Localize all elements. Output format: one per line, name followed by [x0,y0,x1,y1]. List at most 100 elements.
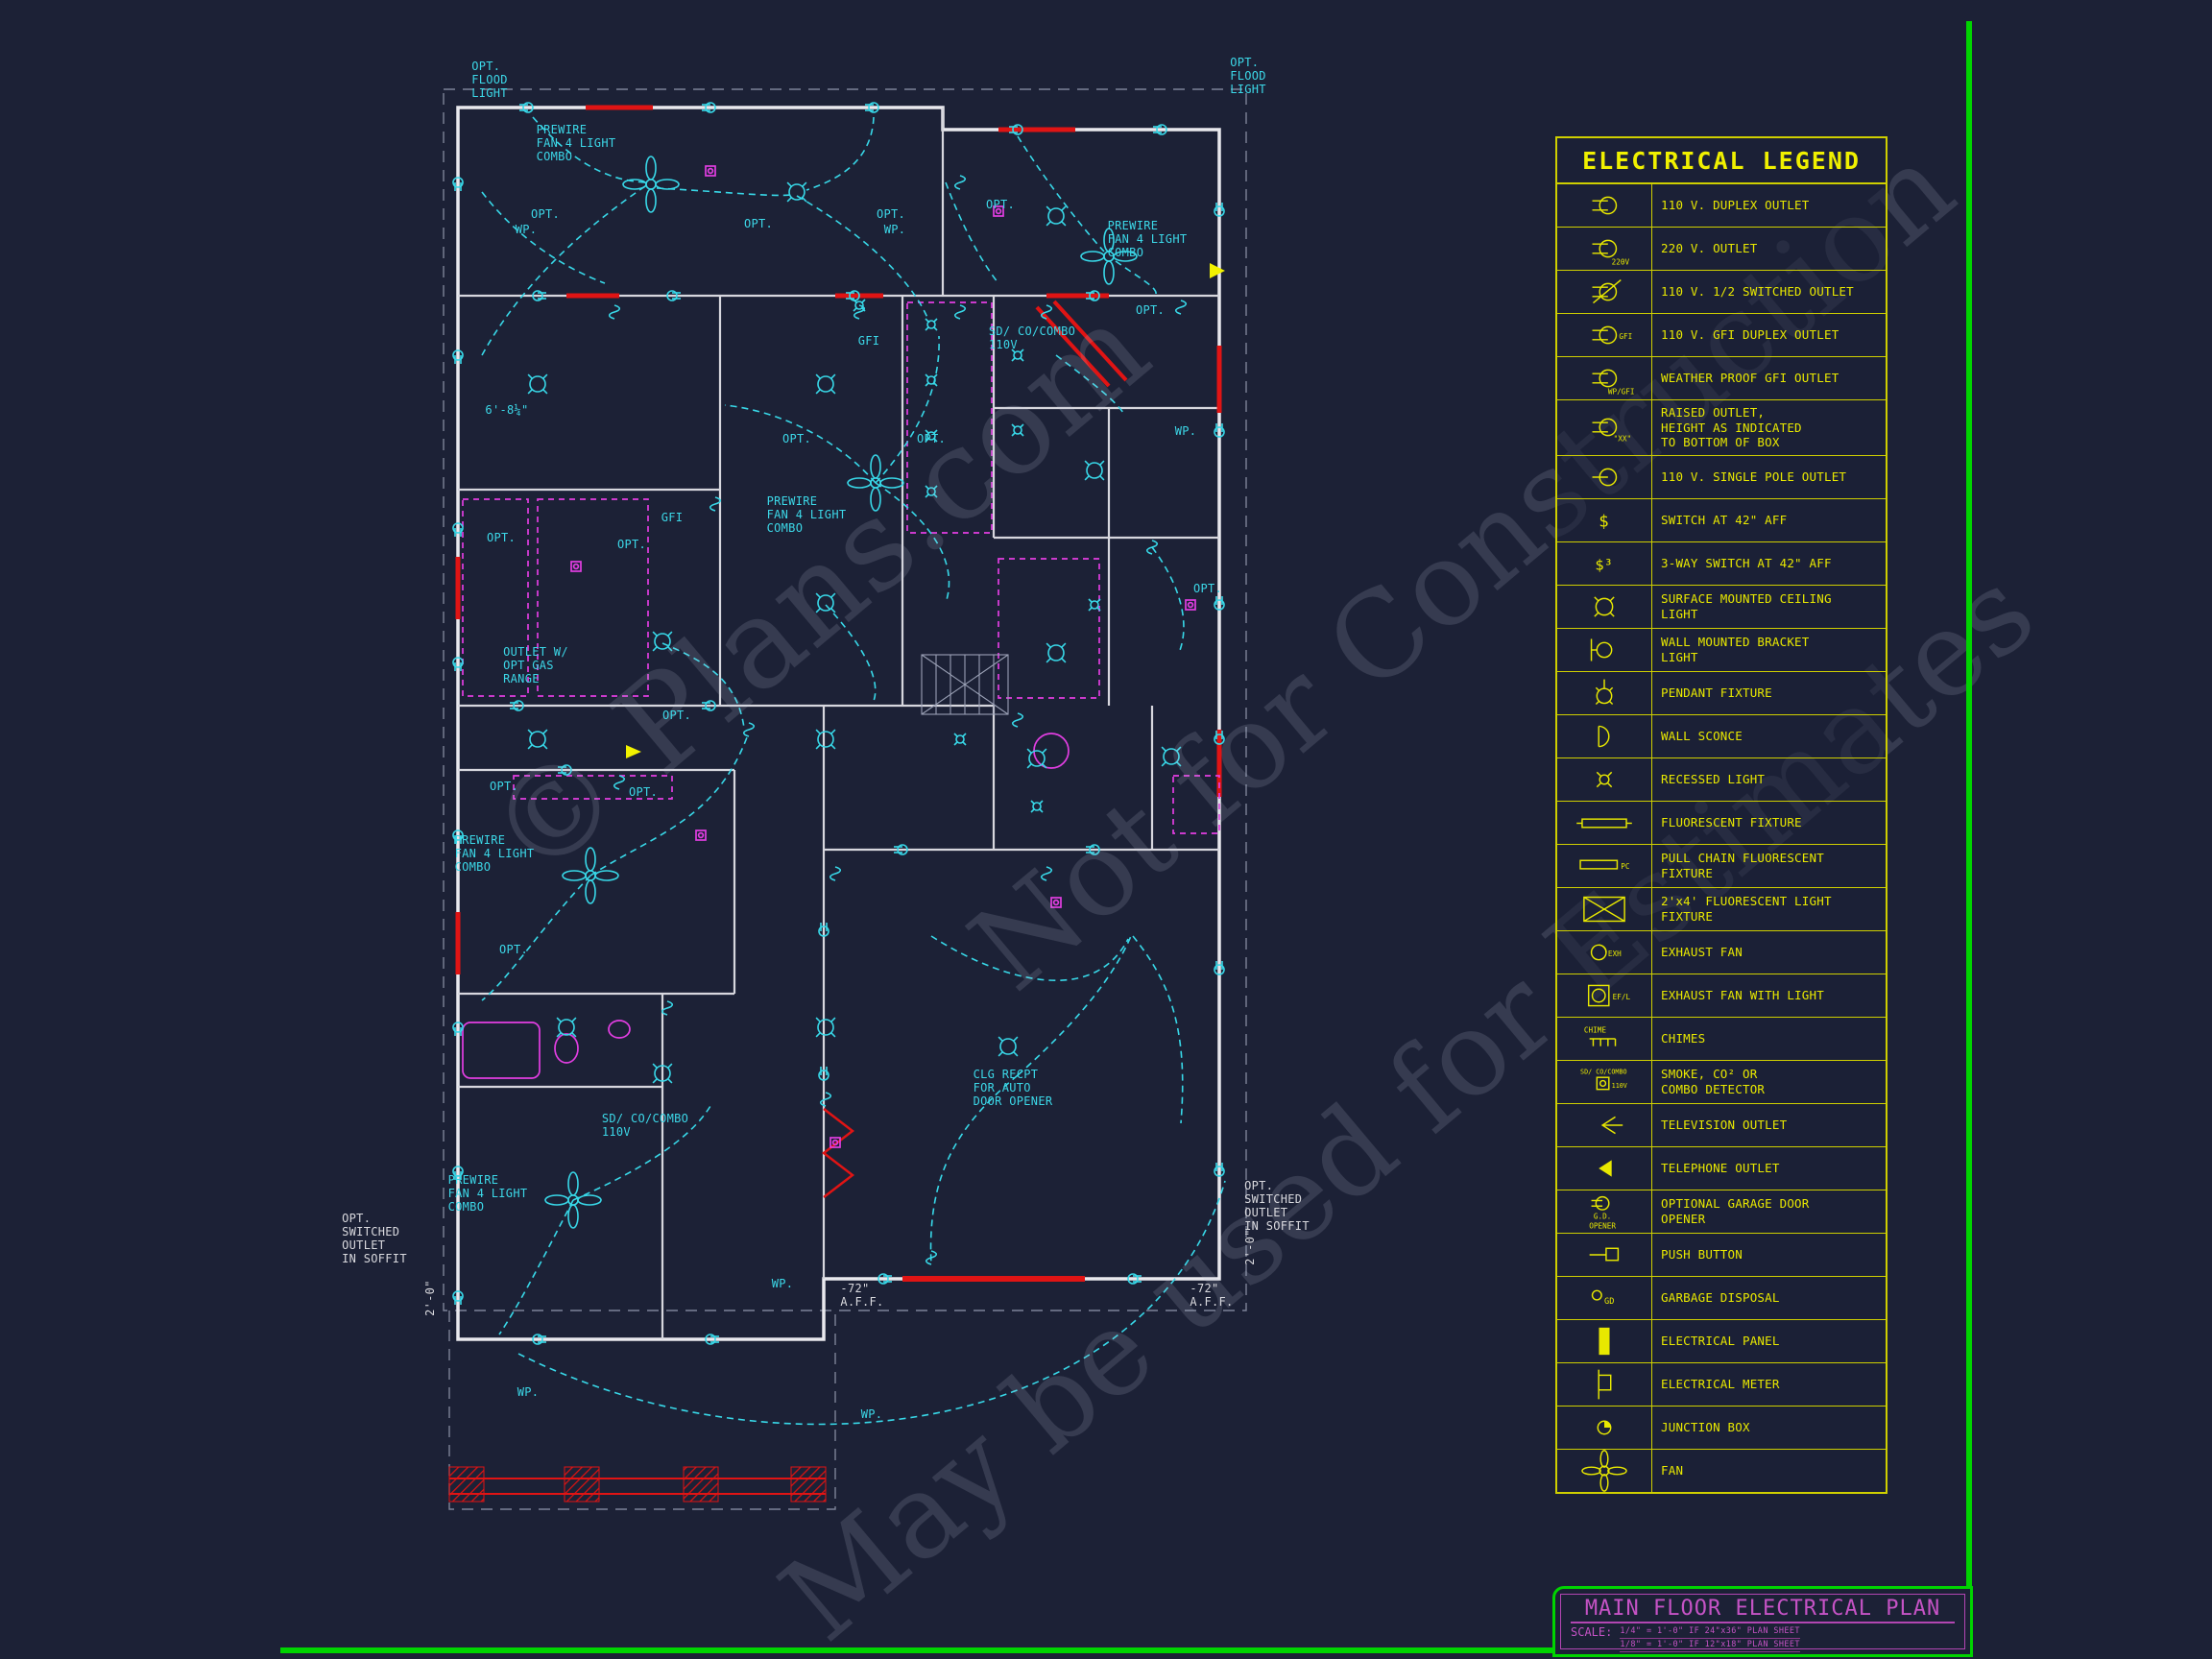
legend-rows: 110 V. DUPLEX OUTLET 220V 220 V. OUTLET … [1557,184,1886,1492]
ceiling-light-symbol [1161,746,1182,767]
duplex-outlet-symbol [452,349,464,364]
recessed-light-symbol [1011,423,1024,437]
switch-symbol [661,1000,674,1016]
svg-text:"XX": "XX" [1614,435,1631,444]
duplex-outlet-symbol [1214,1163,1225,1177]
recessed-light-symbol [1011,349,1024,362]
garbage-disposal-icon: GD [1557,1276,1652,1319]
svg-text:G.D.: G.D. [1594,1213,1611,1221]
ceiling-light-symbol [527,729,548,750]
legend-row: 110 V. 1/2 SWITCHED OUTLET [1557,271,1886,314]
recessed-light-symbol [953,733,967,746]
scale-line-1: 1/4" = 1'-0" IF 24"x36" PLAN SHEET [1620,1625,1800,1639]
duplex-outlet-symbol [452,1290,464,1305]
smoke-detector-symbol [993,205,1004,217]
legend-row-label: EXHAUST FAN [1661,945,1743,960]
duplex-outlet-symbol [452,177,464,191]
ceiling-light-symbol [1026,748,1047,769]
duplex-outlet-symbol [818,923,830,937]
ceiling-light-symbol [998,1036,1019,1057]
legend-row-label: PENDANT FIXTURE [1661,685,1772,701]
duplex-outlet-symbol [1153,124,1167,135]
duplex-outlet-symbol [894,844,908,855]
duplex-outlet-symbol [1009,124,1023,135]
legend-row: "XX" RAISED OUTLET, HEIGHT AS INDICATED … [1557,400,1886,456]
legend-row: SURFACE MOUNTED CEILING LIGHT [1557,585,1886,629]
legend-row: CHIME CHIMES [1557,1017,1886,1061]
svg-text:CHIME: CHIME [1584,1025,1606,1034]
smoke-detector-symbol [705,165,716,177]
duplex-outlet-symbol [702,102,716,113]
recessed-light-symbol [925,318,938,331]
switch-symbol [953,175,967,190]
legend-row: G.D.OPENER OPTIONAL GARAGE DOOR OPENER [1557,1190,1886,1234]
legend-row-label: ELECTRICAL PANEL [1661,1334,1780,1349]
electrical-symbols-layer [452,102,1225,1345]
switch-symbol [742,722,756,737]
fluorescent-2x4-icon [1557,887,1652,930]
legend-row: WP/GFI WEATHER PROOF GFI OUTLET [1557,357,1886,400]
magenta-fixtures [462,301,1220,1079]
svg-text:PC: PC [1621,862,1630,871]
floor-plan-drawing [443,88,1247,1510]
legend-title: ELECTRICAL LEGEND [1557,138,1886,184]
junction-box-icon [1557,1406,1652,1449]
svg-text:$³: $³ [1595,557,1613,574]
duplex-outlet-symbol [1214,731,1225,745]
ceiling-light-symbol [556,1017,577,1038]
duplex-outlet-symbol [865,102,879,113]
duplex-outlet-icon [1557,184,1652,227]
recessed-light-symbol [925,373,938,387]
smoke-detector-symbol [1185,599,1196,611]
legend-row: PUSH BUTTON [1557,1233,1886,1277]
switch-symbol [953,304,967,320]
legend-row-label: JUNCTION BOX [1661,1420,1750,1435]
ceiling-light-symbol [815,729,836,750]
legend-row-label: WALL SCONCE [1661,729,1743,744]
legend-row: 220V 220 V. OUTLET [1557,228,1886,271]
arrow-icon [1210,263,1225,278]
interior-walls [458,108,1219,1339]
ceiling-light-icon [1557,585,1652,628]
legend-row: ELECTRICAL METER [1557,1362,1886,1407]
legend-row-label: 2'x4' FLUORESCENT LIGHT FIXTURE [1661,894,1832,924]
legend-row-label: GARBAGE DISPOSAL [1661,1290,1780,1306]
svg-text:$: $ [1599,513,1608,532]
ceiling-light-symbol [815,1017,836,1038]
duplex-outlet-symbol [452,1022,464,1036]
legend-row: EF/L EXHAUST FAN WITH LIGHT [1557,974,1886,1018]
soffit-outlet-left-label: OPT. SWITCHED OUTLET IN SOFFIT [342,1212,407,1266]
smoke-detector-symbol [695,830,707,841]
legend-row: $ SWITCH AT 42" AFF [1557,498,1886,542]
ceiling-light-symbol [1046,642,1067,663]
ceiling-light-symbol [527,373,548,395]
pendant-fixture-icon [1557,671,1652,714]
legend-row-label: FAN [1661,1463,1684,1479]
ceiling-fan-symbol [622,156,680,213]
svg-text:GD: GD [1604,1297,1614,1307]
exhaust-fan-icon: EXH [1557,930,1652,974]
ceiling-fan-symbol [562,847,619,904]
smoke-detector-symbol [830,1137,841,1148]
legend-row: WALL MOUNTED BRACKET LIGHT [1557,628,1886,672]
switch-leg-curves [481,116,1226,1426]
switch-icon: $ [1557,498,1652,541]
duplex-outlet-symbol [452,830,464,844]
electrical-panel-icon [1557,1319,1652,1362]
recessed-light-symbol [925,429,938,443]
ceiling-fan-symbol [1080,228,1138,285]
outlet-220v-icon: 220V [1557,228,1652,270]
sheet-border-bottom [280,1647,1970,1653]
fluorescent-fixture-icon [1557,801,1652,844]
single-pole-outlet-icon [1557,455,1652,498]
ceiling-light-symbol [1046,205,1067,227]
recessed-light-symbol [925,485,938,498]
legend-row: TELEPHONE OUTLET [1557,1146,1886,1190]
ceiling-light-symbol [815,373,836,395]
wall-bracket-light-icon [1557,628,1652,671]
legend-row: FAN [1557,1449,1886,1492]
duplex-outlet-symbol [532,290,546,301]
duplex-outlet-symbol [878,1273,892,1285]
